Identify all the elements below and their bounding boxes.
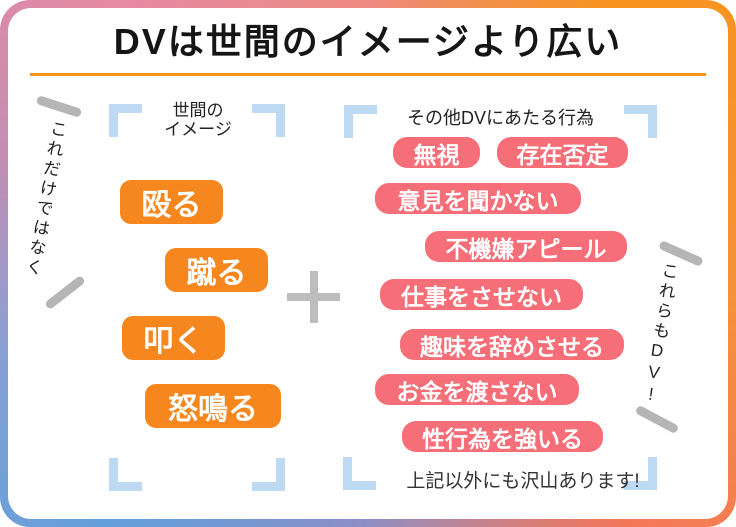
- right-group-footnote: 上記以外にも沢山あります!: [406, 471, 640, 492]
- plus-icon: [310, 271, 318, 323]
- tag-slap: 叩く: [122, 316, 225, 360]
- bracket-corner-icon: [109, 104, 142, 137]
- tag-hit: 殴る: [120, 180, 223, 224]
- tag-force-sex: 性行為を強いる: [402, 421, 603, 452]
- right-group-header: その他DVにあたる行為: [406, 108, 594, 128]
- bracket-corner-icon: [624, 105, 657, 138]
- white-card: [8, 8, 728, 519]
- tag-kick: 蹴る: [165, 248, 268, 292]
- tag-withhold-money: お金を渡さない: [375, 374, 579, 405]
- bracket-corner-icon: [344, 105, 377, 138]
- left-group-label-line2: イメージ: [164, 120, 232, 139]
- bracket-corner-icon: [109, 458, 142, 491]
- tag-sulk-appeal: 不機嫌アピール: [425, 231, 627, 262]
- right-note: これらもDV!: [639, 260, 679, 408]
- slash-mark-icon: [44, 274, 86, 311]
- bracket-corner-icon: [624, 457, 657, 490]
- left-group-label: 世間の イメージ: [140, 101, 256, 139]
- tag-deny-existence: 存在否定: [497, 137, 628, 168]
- tag-yell: 怒鳴る: [145, 384, 281, 428]
- page-title: DVは世間のイメージより広い: [113, 21, 623, 62]
- tag-force-quit-hobby: 趣味を辞めさせる: [400, 329, 624, 360]
- left-note: これだけではなく: [21, 118, 68, 280]
- slash-mark-icon: [35, 95, 83, 118]
- left-group-label-line1: 世間の: [172, 101, 224, 120]
- title-underline: [30, 73, 706, 76]
- tag-forbid-work: 仕事をさせない: [380, 279, 583, 310]
- tag-ignore: 無視: [393, 137, 480, 168]
- bracket-corner-icon: [343, 457, 376, 490]
- bracket-corner-icon: [252, 104, 285, 137]
- bracket-corner-icon: [252, 458, 285, 491]
- tag-not-listen: 意見を聞かない: [375, 183, 581, 214]
